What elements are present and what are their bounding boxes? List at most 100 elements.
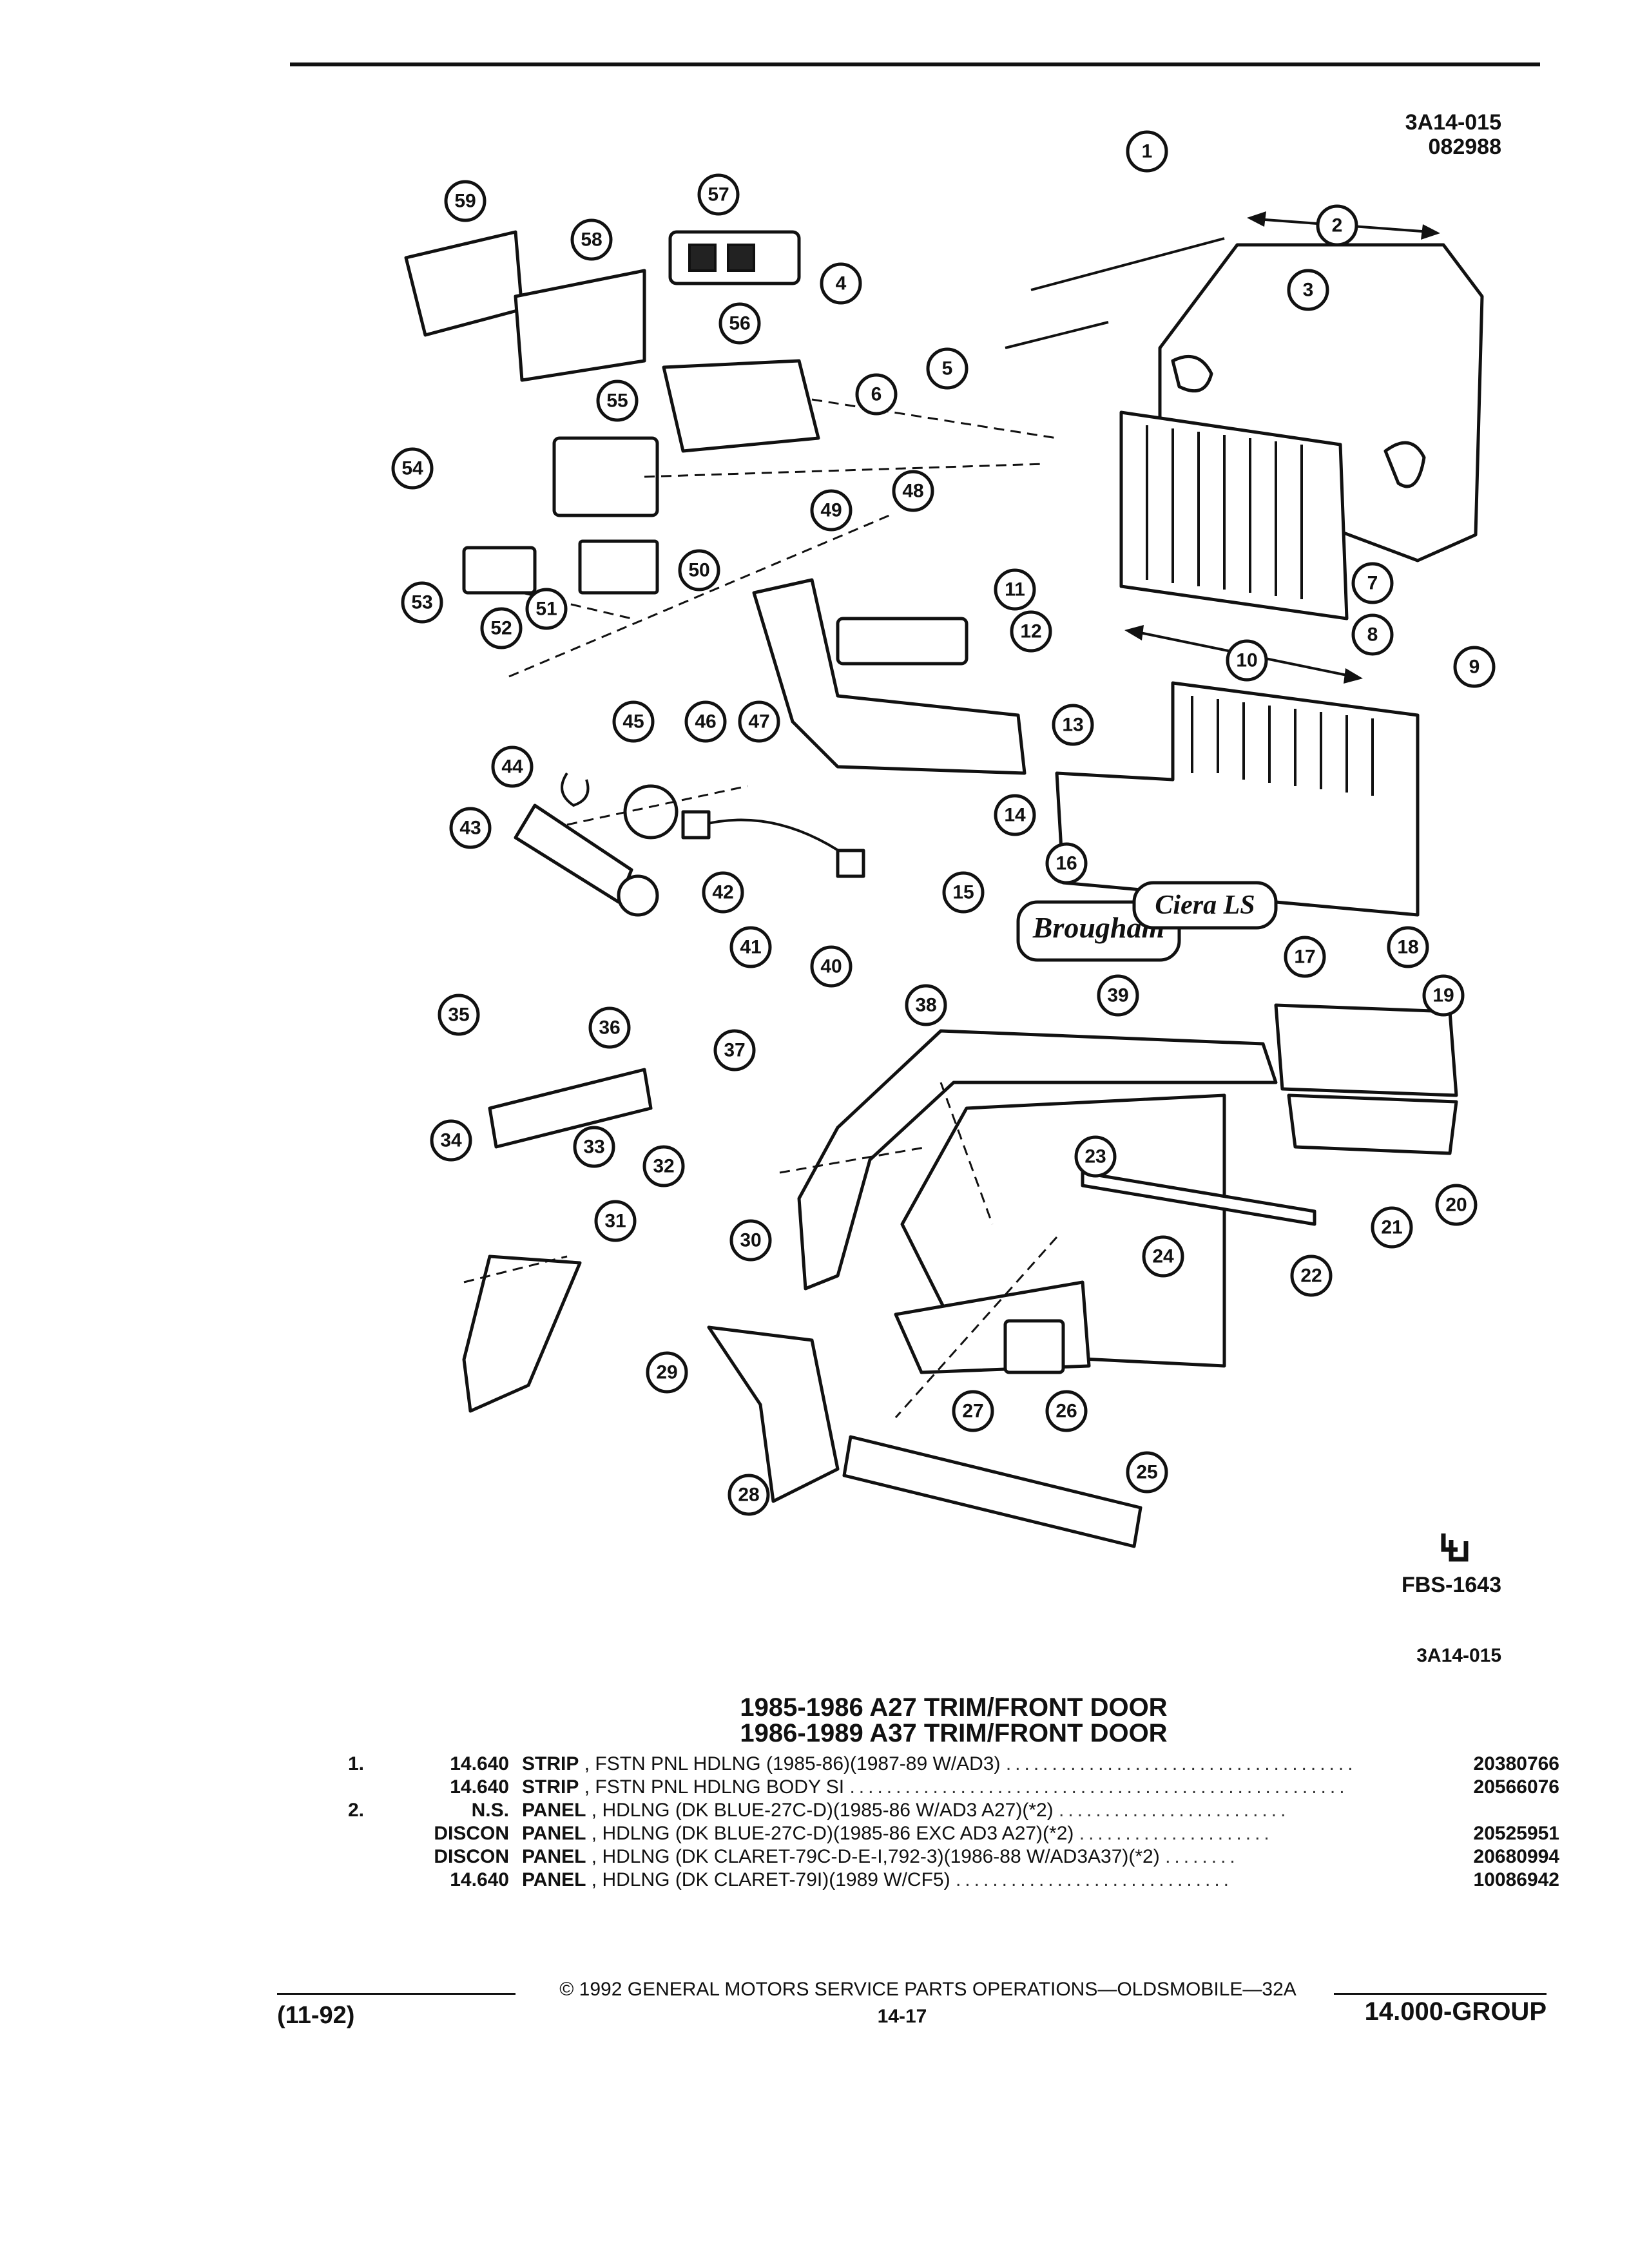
callout-53: 53 xyxy=(401,581,443,624)
item-code: 14.640 xyxy=(450,1753,509,1774)
svg-text:36: 36 xyxy=(599,1017,620,1039)
callout-57: 57 xyxy=(697,173,740,216)
callout-10: 10 xyxy=(1226,639,1268,682)
switch-12 xyxy=(836,617,969,666)
callout-7: 7 xyxy=(1351,562,1394,604)
svg-text:19: 19 xyxy=(1432,985,1454,1006)
callout-4: 4 xyxy=(820,262,862,305)
svg-text:15: 15 xyxy=(952,882,974,903)
gm-service-logo xyxy=(1441,1533,1469,1562)
callout-32: 32 xyxy=(642,1145,685,1187)
callout-56: 56 xyxy=(718,302,761,345)
callout-33: 33 xyxy=(573,1126,615,1168)
callout-29b: 29 xyxy=(646,1351,688,1394)
svg-text:33: 33 xyxy=(583,1137,604,1158)
svg-text:23: 23 xyxy=(1084,1146,1106,1168)
callout-35: 35 xyxy=(438,994,480,1036)
footer-copyright: © 1992 GENERAL MOTORS SERVICE PARTS OPER… xyxy=(559,1979,1296,2000)
svg-text:4: 4 xyxy=(836,273,847,294)
svg-text:24: 24 xyxy=(1152,1246,1174,1267)
callout-45: 45 xyxy=(612,700,655,743)
svg-text:13: 13 xyxy=(1062,715,1083,736)
svg-text:35: 35 xyxy=(448,1004,469,1026)
part-number: 20380766 xyxy=(1473,1753,1559,1774)
callout-54: 54 xyxy=(391,447,434,490)
parts-row: 1. 14.640 STRIP , FSTN PNL HDLNG (1985-8… xyxy=(348,1751,1559,1777)
item-code: 14.640 xyxy=(450,1869,509,1890)
svg-text:59: 59 xyxy=(454,191,476,212)
windshield-pillar-trim xyxy=(797,1029,1278,1291)
callout-19: 19 xyxy=(1422,974,1465,1017)
callout-37: 37 xyxy=(713,1029,756,1072)
parts-row: DISCON PANEL , HDLNG (DK BLUE-27C-D)(198… xyxy=(348,1821,1559,1847)
svg-text:46: 46 xyxy=(695,711,716,733)
item-description: PANEL , HDLNG (DK BLUE-27C-D)(1985-86 EX… xyxy=(522,1823,1273,1844)
door-trim-panel xyxy=(1119,410,1349,620)
callout-40: 40 xyxy=(810,945,853,988)
svg-text:34: 34 xyxy=(440,1130,462,1151)
svg-text:7: 7 xyxy=(1367,573,1378,594)
callout-1: 1 xyxy=(1126,130,1168,173)
footer-date: (11-92) xyxy=(277,2002,355,2029)
svg-text:40: 40 xyxy=(820,956,842,977)
door-pull-strap xyxy=(681,810,865,878)
svg-text:6: 6 xyxy=(871,384,882,405)
callout-20: 20 xyxy=(1435,1184,1478,1226)
door-weatherstrip xyxy=(1081,1171,1316,1226)
callout-11: 11 xyxy=(994,568,1036,611)
svg-text:21: 21 xyxy=(1381,1217,1402,1238)
callout-55: 55 xyxy=(596,380,639,422)
top-rule xyxy=(290,62,1540,66)
svg-text:39: 39 xyxy=(1107,985,1128,1006)
callout-15: 15 xyxy=(942,871,985,914)
callout-44: 44 xyxy=(491,745,534,788)
sail-panel-mirror xyxy=(488,1068,653,1149)
bezel-51 xyxy=(578,539,659,595)
item-number: 1. xyxy=(348,1753,365,1774)
footer-rule-left xyxy=(277,1993,516,1995)
part-number: 20680994 xyxy=(1473,1846,1559,1867)
svg-text:1: 1 xyxy=(1142,141,1153,162)
callout-24: 24 xyxy=(1142,1235,1184,1278)
svg-text:56: 56 xyxy=(729,313,750,334)
sunshade xyxy=(894,1280,1091,1374)
callout-13: 13 xyxy=(1052,704,1094,746)
svg-text:48: 48 xyxy=(902,481,923,502)
footer-page-number: 14-17 xyxy=(877,2006,927,2027)
callout-28: 28 xyxy=(728,1474,770,1516)
callout-51: 51 xyxy=(525,588,568,630)
ciera-emblem-text: Ciera LS xyxy=(1155,890,1255,920)
svg-text:27: 27 xyxy=(962,1401,983,1422)
item-code: 14.640 xyxy=(450,1776,509,1798)
svg-text:45: 45 xyxy=(622,711,644,733)
callout-17: 17 xyxy=(1284,936,1326,978)
svg-text:12: 12 xyxy=(1020,621,1041,642)
item-description: STRIP , FSTN PNL HDLNG (1985-86)(1987-89… xyxy=(522,1753,1357,1774)
item-code: DISCON xyxy=(434,1823,509,1844)
item-description: PANEL , HDLNG (DK BLUE-27C-D)(1985-86 W/… xyxy=(522,1800,1290,1821)
callout-52: 52 xyxy=(480,607,523,649)
parts-row: 2. N.S. PANEL , HDLNG (DK BLUE-27C-D)(19… xyxy=(348,1798,1559,1823)
svg-text:32: 32 xyxy=(653,1156,674,1177)
svg-text:44: 44 xyxy=(501,756,523,778)
callout-34: 34 xyxy=(430,1119,472,1162)
cowl-panel xyxy=(462,1254,582,1413)
svg-text:20: 20 xyxy=(1445,1195,1467,1216)
callout-25: 25 xyxy=(1126,1451,1168,1494)
callout-9: 9 xyxy=(1453,646,1496,688)
kick-panel xyxy=(707,1325,840,1503)
svg-text:42: 42 xyxy=(712,882,733,903)
svg-text:43: 43 xyxy=(459,818,481,839)
header-date-code: 082988 xyxy=(1428,135,1501,159)
diagram-bottom-ref: 3A14-015 xyxy=(1416,1645,1501,1666)
svg-text:3: 3 xyxy=(1303,280,1314,301)
callout-31: 31 xyxy=(594,1200,637,1242)
callout-50: 50 xyxy=(678,549,720,591)
header-ref-code: 3A14-015 xyxy=(1405,110,1501,135)
callout-59: 59 xyxy=(444,180,487,222)
exploded-parts-diagram: Brougham Ciera LS xyxy=(391,130,1496,1562)
sill-plate xyxy=(842,1435,1142,1548)
svg-text:49: 49 xyxy=(820,500,842,521)
part-number: 20566076 xyxy=(1473,1776,1559,1798)
callout-26: 26 xyxy=(1045,1390,1088,1432)
